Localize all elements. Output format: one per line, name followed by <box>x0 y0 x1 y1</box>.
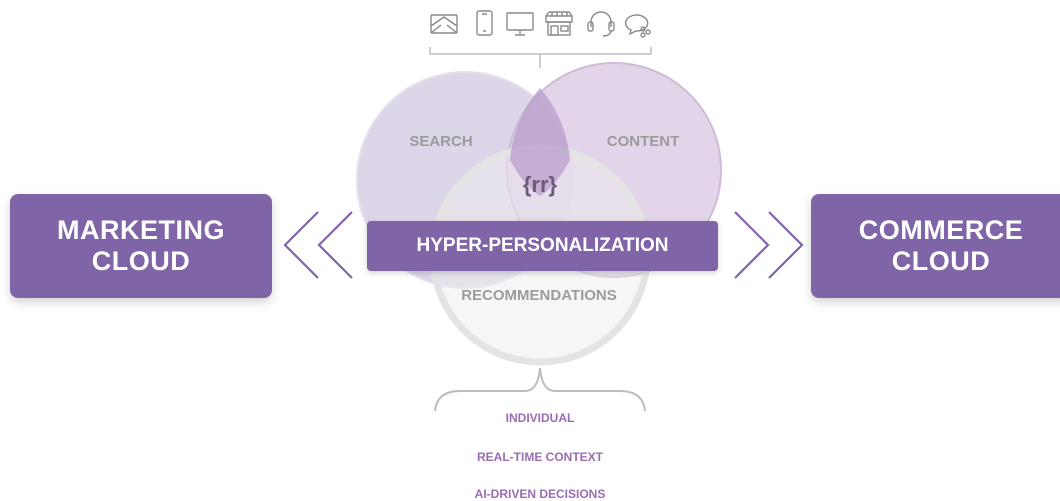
email-icon <box>430 14 458 34</box>
chevrons-right-icon <box>734 211 804 279</box>
hyper-personalization-label: HYPER-PERSONALIZATION <box>416 235 669 256</box>
top-bracket <box>429 47 652 68</box>
call-center-icon <box>587 11 615 37</box>
attribute-individual: INDIVIDUAL <box>505 411 575 425</box>
chat-icon <box>624 14 651 38</box>
store-icon <box>545 11 573 36</box>
bottom-brace <box>434 367 646 412</box>
desktop-icon <box>506 12 534 36</box>
channel-icons <box>430 10 651 38</box>
marketing-line1: MARKETING <box>57 215 225 245</box>
rr-logo: {rr} <box>523 172 558 197</box>
chevrons-left-icon <box>283 211 353 279</box>
attribute-real-time-context: REAL-TIME CONTEXT <box>477 450 603 464</box>
overlap-region <box>510 88 570 196</box>
commerce-line2: CLOUD <box>891 246 991 276</box>
attribute-ai-driven-decisions: AI-DRIVEN DECISIONS <box>474 487 606 501</box>
commerce-line1: COMMERCE <box>858 215 1024 245</box>
hyper-personalization-box: HYPER-PERSONALIZATION <box>367 221 718 271</box>
search-label: SEARCH <box>409 133 472 150</box>
recommendations-label: RECOMMENDATIONS <box>461 287 617 304</box>
commerce-cloud-box: COMMERCE CLOUD <box>811 194 1060 298</box>
mobile-icon <box>476 10 493 36</box>
marketing-cloud-box: MARKETING CLOUD <box>10 194 272 298</box>
venn-circles <box>356 62 722 366</box>
content-label: CONTENT <box>607 133 680 150</box>
marketing-line2: CLOUD <box>91 246 191 276</box>
